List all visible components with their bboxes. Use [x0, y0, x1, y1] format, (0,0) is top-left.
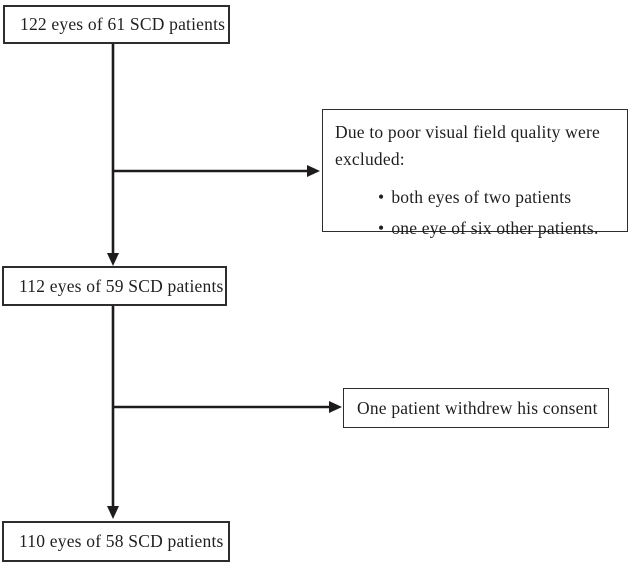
excluded-bullet-item: • one eye of six other patients. [335, 213, 617, 244]
node-excluded-reasons: Due to poor visual field quality were ex… [322, 109, 628, 238]
arrow-after-exclusion-to-final [107, 306, 119, 519]
bullet-icon: • [378, 187, 385, 207]
excluded-bullet-text: both eyes of two patients [391, 187, 572, 207]
arrow-branch-to-excluded [113, 165, 320, 177]
excluded-bullet-list: • both eyes of two patients • one eye of… [335, 182, 617, 244]
excluded-bullet-item: • both eyes of two patients [335, 182, 617, 213]
node-withdrew-label: One patient withdrew his consent [357, 397, 598, 418]
node-after-exclusion-label: 112 eyes of 59 SCD patients [19, 275, 224, 296]
node-after-exclusion-112-eyes: 112 eyes of 59 SCD patients [2, 266, 227, 306]
bullet-icon: • [378, 218, 385, 238]
node-start-122-eyes: 122 eyes of 61 SCD patients [3, 5, 230, 44]
excluded-bullet-text: one eye of six other patients. [391, 218, 599, 238]
node-final-label: 110 eyes of 58 SCD patients [19, 531, 224, 551]
arrow-start-to-after-exclusion [107, 44, 119, 266]
node-start-label: 122 eyes of 61 SCD patients [20, 14, 226, 34]
arrow-branch-to-withdrew [113, 401, 342, 413]
node-withdrew-consent: One patient withdrew his consent [343, 388, 609, 428]
excluded-intro-text: Due to poor visual field quality were ex… [335, 122, 600, 169]
node-final-110-eyes: 110 eyes of 58 SCD patients [2, 521, 230, 562]
